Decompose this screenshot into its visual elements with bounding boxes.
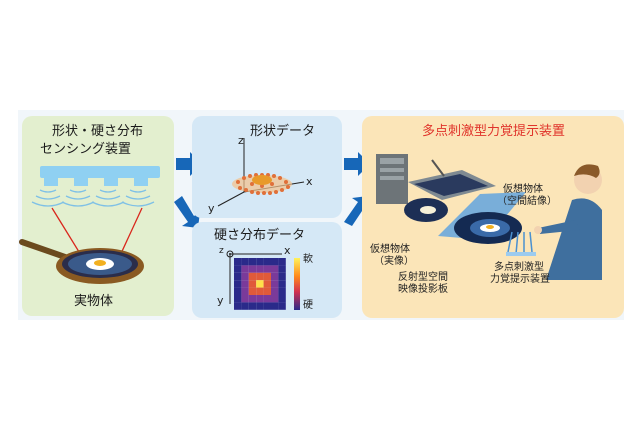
heatmap-cell	[263, 272, 271, 281]
shape-data-title: 形状データ	[250, 124, 316, 139]
heatmap-cell	[271, 272, 279, 281]
virtual-object-label-line1: 仮想物体	[503, 184, 543, 195]
heatmap-cell	[271, 302, 279, 310]
heatmap-cell	[271, 265, 279, 273]
hardness-axis-y: y	[217, 294, 224, 307]
haptic-device-label-line1: 多点刺激型	[494, 262, 544, 273]
haptic-pins-icon	[506, 231, 536, 256]
heatmap-cell	[234, 280, 242, 288]
heatmap-cell	[256, 280, 264, 288]
shape-axes-diagram	[217, 138, 305, 207]
heatmap-cell	[278, 258, 286, 266]
hardness-axis-z: z	[219, 246, 224, 256]
heatmap-cell	[248, 272, 257, 281]
hardness-map-diagram	[226, 250, 300, 310]
heatmap-cell	[234, 302, 242, 310]
heatmap-cell	[263, 265, 271, 273]
heatmap-cell	[241, 287, 249, 295]
real-object-label: 実物体	[74, 294, 114, 309]
sensing-title-line1: 形状・硬さ分布	[52, 124, 144, 139]
shape-data-panel	[192, 116, 342, 218]
heatmap-cell	[248, 265, 257, 273]
sensor-waves-icon	[31, 189, 155, 207]
sensing-title-line2: センシング装置	[40, 142, 132, 157]
computer-tower-icon	[376, 154, 408, 204]
haptic-system-illustration	[376, 154, 602, 280]
heatmap-cell	[248, 280, 257, 288]
reflector-label-line2: 映像投影板	[398, 284, 448, 295]
virtual-object-icon	[454, 212, 522, 244]
heatmap-cell	[256, 295, 264, 303]
shape-axis-z: z	[238, 134, 244, 147]
hardness-heatmap	[234, 258, 286, 310]
point-cloud-icon	[232, 173, 292, 195]
heatmap-cell	[234, 265, 242, 273]
display-frame-icon	[408, 159, 496, 200]
real-image-label-line2: （実像）	[374, 256, 414, 267]
heatmap-cell	[263, 258, 271, 266]
heatmap-cell	[241, 302, 249, 310]
heatmap-cell	[278, 280, 286, 288]
heatmap-cell	[278, 265, 286, 273]
heatmap-cell	[271, 295, 279, 303]
real-image-label-line1: 仮想物体	[370, 244, 410, 255]
heatmap-cell	[241, 258, 249, 266]
haptic-device-label-line2: 力覚提示装置	[490, 274, 550, 285]
heatmap-cell	[263, 280, 271, 288]
heatmap-cell	[256, 302, 264, 310]
heatmap-cell	[271, 287, 279, 295]
heatmap-cell	[241, 272, 249, 281]
reflector-label-line1: 反射型空間	[398, 272, 448, 283]
hardness-color-scale	[294, 258, 300, 310]
arrow-to-hardness-icon	[174, 196, 200, 228]
scale-soft-label: 軟	[303, 254, 313, 265]
heatmap-cell	[256, 258, 264, 266]
sensor-head-icon	[40, 166, 160, 186]
heatmap-cell	[248, 295, 257, 303]
person-icon	[534, 164, 602, 280]
heatmap-cell	[256, 265, 264, 273]
heatmap-cell	[271, 258, 279, 266]
heatmap-cell	[234, 258, 242, 266]
virtual-object-label-line2: （空間結像）	[497, 196, 557, 207]
shape-axis-y: y	[208, 202, 215, 215]
heatmap-cell	[248, 302, 257, 310]
heatmap-cell	[278, 287, 286, 295]
heatmap-cell	[234, 272, 242, 281]
frying-pan-icon	[19, 239, 144, 284]
heatmap-cell	[263, 302, 271, 310]
heatmap-cell	[263, 287, 271, 295]
heatmap-cell	[248, 258, 257, 266]
heatmap-cell	[271, 280, 279, 288]
heatmap-cell	[278, 272, 286, 281]
heatmap-cell	[234, 295, 242, 303]
heatmap-cell	[256, 272, 264, 281]
heatmap-cell	[241, 265, 249, 273]
scale-hard-label: 硬	[303, 300, 313, 311]
heatmap-cell	[278, 302, 286, 310]
heatmap-cell	[256, 287, 264, 295]
heatmap-cell	[248, 287, 257, 295]
heatmap-cell	[234, 287, 242, 295]
heatmap-cell	[241, 280, 249, 288]
shape-axis-x: x	[306, 175, 313, 188]
hardness-data-title: 硬さ分布データ	[214, 228, 306, 243]
heatmap-cell	[241, 295, 249, 303]
hardness-axis-x: x	[284, 244, 291, 257]
sensing-device-illustration	[19, 166, 160, 284]
heatmap-cell	[263, 295, 271, 303]
haptic-display-title: 多点刺激型力覚提示装置	[422, 124, 566, 139]
heatmap-cell	[278, 295, 286, 303]
